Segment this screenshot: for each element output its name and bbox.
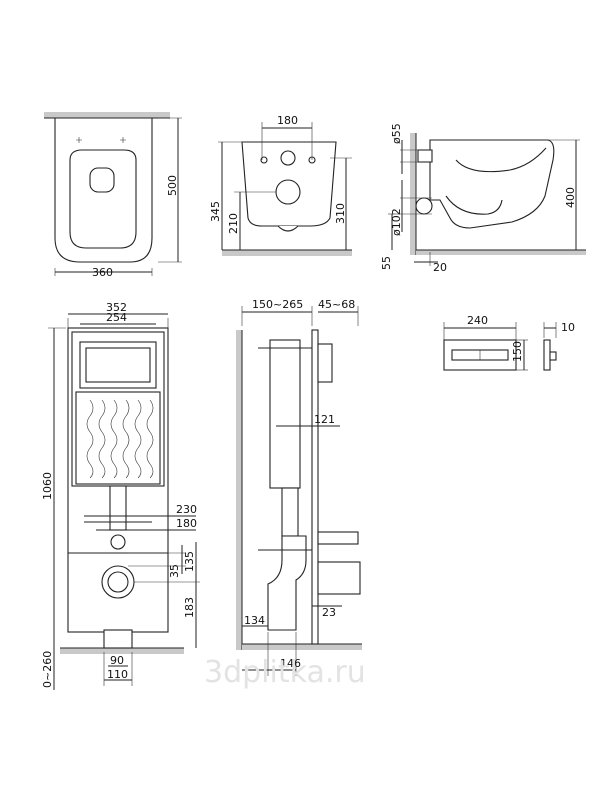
foot-inner-label: 90 bbox=[110, 654, 124, 667]
side-floor-offset-label: 55 bbox=[380, 256, 393, 270]
button-height-label: 150 bbox=[511, 341, 524, 362]
side-height-label: 400 bbox=[564, 187, 577, 208]
rod-span-inner-label: 180 bbox=[176, 517, 197, 530]
offset-small-label: 35 bbox=[168, 564, 181, 578]
wall-distance-label: 150~265 bbox=[252, 298, 303, 311]
inlet-height-label: 135 bbox=[183, 551, 196, 572]
outlet-height-label: 183 bbox=[183, 597, 196, 618]
depth-adjust-label: 45~68 bbox=[318, 298, 355, 311]
side-gap-label: 20 bbox=[433, 261, 447, 274]
side-outlet-diameter-label: ø102 bbox=[390, 208, 403, 236]
bowl-top-view: 360 500 bbox=[44, 112, 182, 279]
pipe-distance-label: 146 bbox=[280, 657, 301, 670]
front-inlet-height-label: 210 bbox=[227, 213, 240, 234]
bowl-width-label: 360 bbox=[92, 266, 113, 279]
button-width-label: 240 bbox=[467, 314, 488, 327]
flush-button-side-view: 10 bbox=[543, 321, 575, 371]
frame-inner-width-label: 254 bbox=[106, 311, 127, 324]
frame-front-view: 352 254 1060 0~260 230 180 35 135 183 90… bbox=[41, 301, 200, 690]
frame-side-view: 150~265 45~68 121 23 134 146 bbox=[236, 298, 362, 676]
flush-button-front-view: 240 150 bbox=[443, 314, 528, 371]
bowl-front-view: 180 345 210 310 bbox=[209, 114, 352, 256]
frame-height-label: 1060 bbox=[41, 472, 54, 500]
watermark-text: 3dplitka.ru bbox=[204, 655, 366, 690]
rod-span-label: 230 bbox=[176, 503, 197, 516]
tank-depth-label: 121 bbox=[314, 413, 335, 426]
bowl-depth-label: 500 bbox=[166, 175, 179, 196]
leg-adjust-label: 0~260 bbox=[41, 651, 54, 688]
front-height-left-label: 345 bbox=[209, 201, 222, 222]
holes-spacing-label: 180 bbox=[277, 114, 298, 127]
floor-pipe-label: 134 bbox=[244, 614, 265, 627]
foot-outer-label: 110 bbox=[107, 668, 128, 681]
button-thickness-label: 10 bbox=[561, 321, 575, 334]
frame-outer-width-label: 352 bbox=[106, 301, 127, 314]
side-inlet-diameter-label: ø55 bbox=[390, 123, 403, 144]
bowl-side-view: ø55 ø102 55 400 20 bbox=[380, 123, 586, 274]
outlet-offset-label: 23 bbox=[322, 606, 336, 619]
front-height-right-label: 310 bbox=[334, 203, 347, 224]
